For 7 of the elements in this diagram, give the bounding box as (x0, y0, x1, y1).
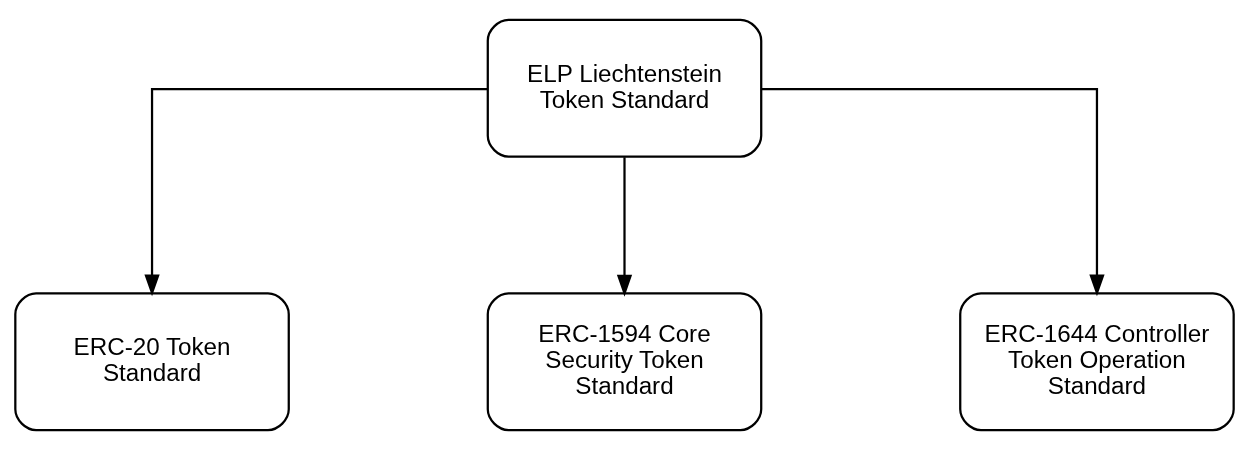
arrow (761, 87, 1105, 296)
node-box: ERC-20 Token Standard (14, 291, 290, 431)
arrow (144, 87, 488, 296)
arrow (616, 156, 633, 297)
node-box: ELP Liechtenstein Token Standard (486, 18, 763, 158)
node-box: ERC-1594 Core Security Token Standard (486, 291, 763, 431)
node-box: ERC-1644 Controller Token Operation Standard (959, 291, 1235, 431)
